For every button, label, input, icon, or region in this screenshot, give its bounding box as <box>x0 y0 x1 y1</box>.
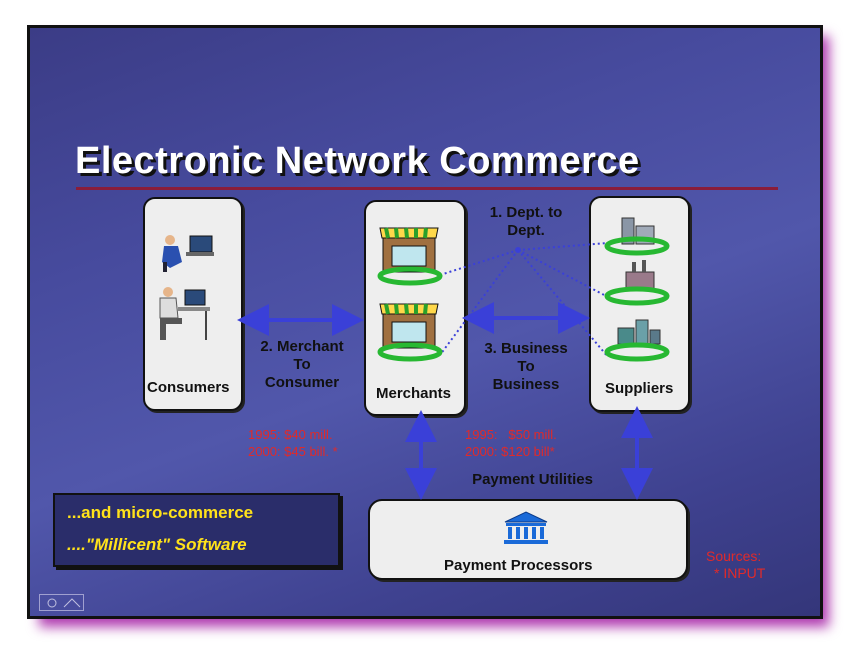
business-stat-1995: 1995: $50 mill. <box>465 427 557 442</box>
mtc-line-2: To <box>293 356 311 373</box>
mtc-line-3: Consumer <box>264 374 340 391</box>
mtc-line-1: 2. Merchant <box>260 338 344 355</box>
business-to-business-label: 3. Business To Business <box>468 340 584 394</box>
consumer-stats: 1995: $40 mill. 2000: $45 bill. * <box>248 426 338 460</box>
micro-commerce-line-1: ...and micro-commerce <box>67 503 254 522</box>
slide-title: Electronic Network Commerce <box>75 140 640 182</box>
consumer-stat-1995: 1995: $40 mill. <box>248 427 333 442</box>
slide-nav-icon <box>47 598 81 608</box>
business-stats: 1995: $50 mill. 2000: $120 bill* <box>465 426 557 460</box>
sources-input: * INPUT <box>714 565 766 581</box>
factory-icon <box>604 319 670 362</box>
dept-to-dept-label: 1. Dept. to Dept. <box>476 204 576 240</box>
consumers-label: Consumers <box>147 379 230 396</box>
merchant-to-consumer-label: 2. Merchant To Consumer <box>247 338 357 392</box>
dept-node <box>515 247 521 253</box>
slide-nav-control[interactable] <box>39 594 84 611</box>
sources-note: Sources: * INPUT <box>706 548 765 582</box>
person-at-computer-icon <box>162 235 214 272</box>
storefront-icon <box>377 303 443 362</box>
micro-commerce-box: ...and micro-commerce ...."Millicent" So… <box>53 493 340 567</box>
btb-line-3: Business <box>492 376 560 393</box>
bank-icon <box>504 511 548 544</box>
payment-utilities-label: Payment Utilities <box>472 471 593 488</box>
factory-icon <box>604 217 670 256</box>
storefront-icon <box>377 227 443 286</box>
title-rule <box>76 187 778 190</box>
payment-processors-label: Payment Processors <box>444 557 593 574</box>
micro-commerce-line-2: ...."Millicent" Software <box>67 535 247 554</box>
dept-to-dept-line-1: 1. Dept. to <box>489 204 563 221</box>
merchants-label: Merchants <box>376 385 452 402</box>
btb-line-1: 3. Business <box>484 340 568 357</box>
sources-heading: Sources: <box>706 548 762 564</box>
business-stat-2000: 2000: $120 bill* <box>465 444 555 459</box>
btb-line-2: To <box>517 358 535 375</box>
dept-to-dept-line-2: Dept. <box>507 222 545 239</box>
factory-icon <box>604 260 670 306</box>
person-at-computer-icon <box>159 287 210 340</box>
consumer-stat-2000: 2000: $45 bill. * <box>248 444 338 459</box>
suppliers-label: Suppliers <box>605 380 674 397</box>
